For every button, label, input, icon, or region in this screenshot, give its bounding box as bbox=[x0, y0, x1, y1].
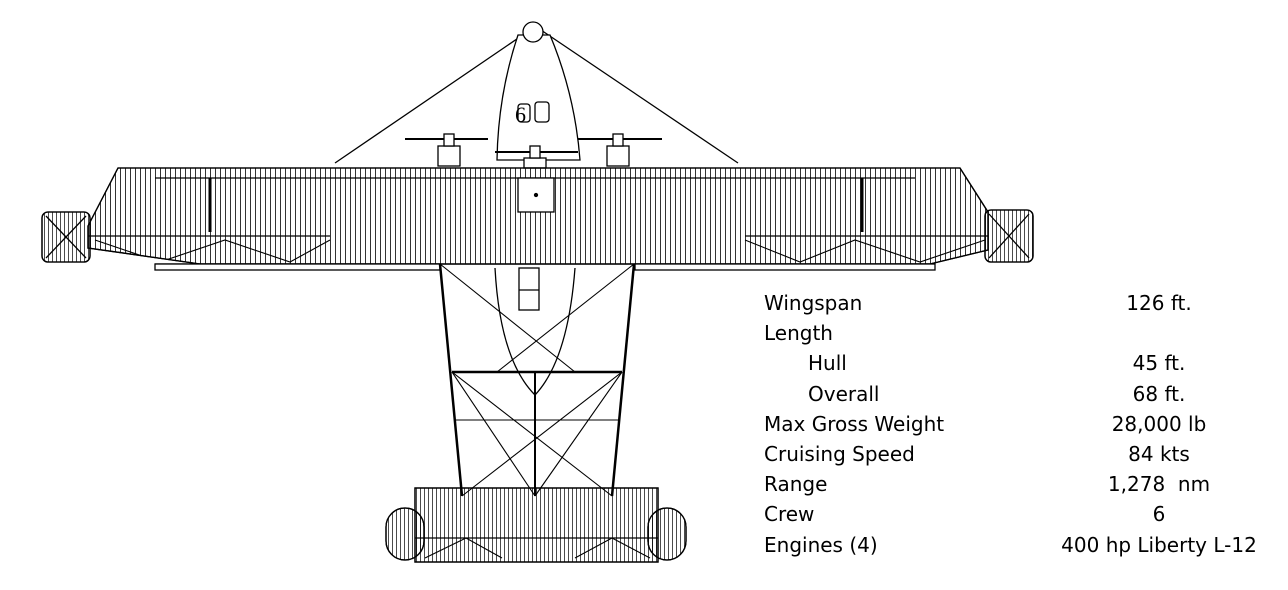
spec-value: 28,000 lb bbox=[1111, 411, 1207, 436]
spec-value: 6 bbox=[1152, 502, 1166, 527]
spec-value: 1,278 nm bbox=[1107, 472, 1211, 497]
spec-value: 400 hp Liberty L-12 bbox=[1061, 532, 1257, 557]
wingtip-float-right bbox=[984, 209, 1034, 263]
spec-value: 68 ft. bbox=[1132, 381, 1186, 406]
spec-row-range: Range 1,278 nm bbox=[764, 469, 1274, 499]
hull-number: 6 bbox=[515, 102, 526, 127]
spec-label: Cruising Speed bbox=[764, 441, 915, 466]
tail-truss bbox=[439, 263, 635, 497]
spec-row-hull: Hull 45 ft. bbox=[764, 348, 1274, 378]
spec-value: 84 kts bbox=[1128, 441, 1190, 466]
spec-value: 126 ft. bbox=[1126, 291, 1192, 315]
nose-cap bbox=[522, 21, 544, 43]
spec-row-engines: Engines (4) 400 hp Liberty L-12 bbox=[764, 530, 1274, 560]
spec-row-overall: Overall 68 ft. bbox=[764, 379, 1274, 409]
spec-row-max-gross-weight: Max Gross Weight 28,000 lb bbox=[764, 409, 1274, 439]
hull-nose bbox=[496, 34, 581, 161]
bracing-wire-right bbox=[537, 27, 739, 164]
specifications-table: Wingspan 126 ft. Length Hull 45 ft. Over… bbox=[764, 288, 1274, 560]
tail-booms bbox=[438, 263, 636, 497]
engine-left bbox=[405, 133, 488, 167]
spec-label: Range bbox=[764, 472, 828, 497]
spec-label: Hull bbox=[808, 351, 847, 376]
spec-row-crew: Crew 6 bbox=[764, 499, 1274, 529]
spec-label: Engines (4) bbox=[764, 532, 878, 557]
spec-row-length: Length bbox=[764, 318, 1274, 348]
engine-right bbox=[578, 133, 662, 167]
tail-plane bbox=[385, 487, 687, 563]
spec-label: Crew bbox=[764, 502, 815, 527]
main-wing bbox=[87, 167, 989, 265]
spec-label: Overall bbox=[808, 381, 880, 406]
bracing-wire-left bbox=[334, 27, 534, 164]
spec-row-cruising-speed: Cruising Speed 84 kts bbox=[764, 439, 1274, 469]
spec-value: 45 ft. bbox=[1132, 351, 1186, 376]
spec-label: Wingspan bbox=[764, 291, 863, 315]
spec-label: Length bbox=[764, 321, 833, 346]
spec-label: Max Gross Weight bbox=[764, 411, 945, 436]
spec-row-wingspan: Wingspan 126 ft. bbox=[764, 288, 1274, 318]
wingtip-float-left bbox=[41, 211, 91, 263]
